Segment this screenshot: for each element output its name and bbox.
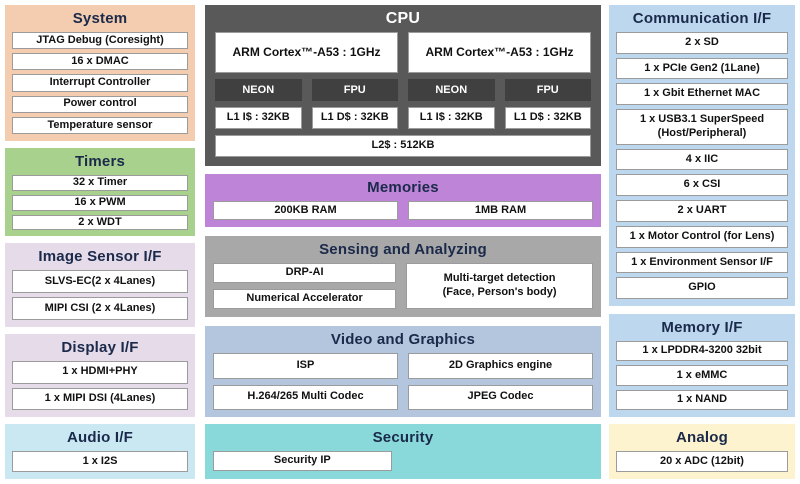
block-audio-items: 1 x I2S <box>5 451 195 479</box>
video-item-isp: ISP <box>213 353 398 379</box>
block-audio-title: Audio I/F <box>67 429 133 446</box>
cpu-unit-neon-1: NEON <box>215 79 302 102</box>
cpu-units-row: NEON FPU NEON FPU <box>215 79 591 102</box>
block-security-title: Security <box>372 429 434 446</box>
timers-item-wdt: 2 x WDT <box>12 214 188 231</box>
comm-item-usb31: 1 x USB3.1 SuperSpeed (Host/Peripheral) <box>616 109 788 145</box>
comm-item-environment-sensor: 1 x Environment Sensor I/F <box>616 251 788 274</box>
memory-if-items: 1 x LPDDR4-3200 32bit 1 x eMMC 1 x NAND <box>609 341 795 417</box>
sensing-right-items: Multi-target detection (Face, Person's b… <box>406 263 593 309</box>
comm-item-csi: 6 x CSI <box>616 174 788 197</box>
block-audio-if: Audio I/F 1 x I2S <box>5 424 195 479</box>
video-item-h264-codec: H.264/265 Multi Codec <box>213 384 398 410</box>
memories-item-200kb-ram: 200KB RAM <box>213 201 398 220</box>
block-display-if: Display I/F 1 x HDMI+PHY 1 x MIPI DSI (4… <box>5 334 195 417</box>
block-cpu: CPU ARM Cortex™-A53 : 1GHz ARM Cortex™-A… <box>205 5 601 166</box>
block-video-title: Video and Graphics <box>330 331 476 348</box>
memory-if-item-emmc: 1 x eMMC <box>616 365 788 386</box>
block-image-sensor-title: Image Sensor I/F <box>38 248 162 265</box>
block-display-title: Display I/F <box>61 339 139 356</box>
analog-items: 20 x ADC (12bit) <box>609 451 795 479</box>
system-item-dmac: 16 x DMAC <box>12 53 188 71</box>
image-sensor-item-mipi-csi: MIPI CSI (2 x 4Lanes) <box>12 297 188 320</box>
block-timers: Timers 32 x Timer 16 x PWM 2 x WDT <box>5 148 195 236</box>
sensing-left-items: DRP-AI Numerical Accelerator <box>213 263 397 309</box>
cpu-l1d-2: L1 D$ : 32KB <box>504 107 591 130</box>
security-item-security-ip: Security IP <box>213 451 392 471</box>
comm-item-gbit-ethernet: 1 x Gbit Ethernet MAC <box>616 83 788 106</box>
audio-item-i2s: 1 x I2S <box>12 451 188 472</box>
system-item-jtag: JTAG Debug (Coresight) <box>12 32 188 50</box>
block-system-title: System <box>72 10 128 27</box>
block-sensing-analyzing: Sensing and Analyzing DRP-AI Numerical A… <box>205 236 601 317</box>
display-item-mipi-dsi: 1 x MIPI DSI (4Lanes) <box>12 387 188 410</box>
video-item-jpeg-codec: JPEG Codec <box>408 384 593 410</box>
block-video-graphics: Video and Graphics ISP 2D Graphics engin… <box>205 326 601 417</box>
cpu-l1d-1: L1 D$ : 32KB <box>311 107 398 130</box>
memory-if-item-nand: 1 x NAND <box>616 389 788 410</box>
cpu-l2-row: L2$ : 512KB <box>215 135 591 158</box>
block-memories: Memories 200KB RAM 1MB RAM <box>205 174 601 227</box>
memories-item-1mb-ram: 1MB RAM <box>408 201 593 220</box>
comm-item-sd: 2 x SD <box>616 32 788 54</box>
memories-items: 200KB RAM 1MB RAM <box>205 201 601 227</box>
system-item-power: Power control <box>12 95 188 113</box>
block-timers-items: 32 x Timer 16 x PWM 2 x WDT <box>5 175 195 237</box>
block-analog: Analog 20 x ADC (12bit) <box>609 424 795 479</box>
cpu-core-2: ARM Cortex™-A53 : 1GHz <box>408 32 591 74</box>
system-item-temperature: Temperature sensor <box>12 116 188 135</box>
image-sensor-item-slvs: SLVS-EC(2 x 4Lanes) <box>12 270 188 293</box>
cpu-unit-fpu-2: FPU <box>504 79 591 102</box>
block-image-sensor-items: SLVS-EC(2 x 4Lanes) MIPI CSI (2 x 4Lanes… <box>5 270 195 327</box>
block-timers-title: Timers <box>74 153 126 170</box>
cpu-l1i-2: L1 I$ : 32KB <box>408 107 495 130</box>
cpu-l1i-1: L1 I$ : 32KB <box>215 107 302 130</box>
block-memories-title: Memories <box>367 179 439 196</box>
display-item-hdmi: 1 x HDMI+PHY <box>12 361 188 384</box>
block-analog-title: Analog <box>675 429 729 446</box>
block-sensing-title: Sensing and Analyzing <box>319 241 487 258</box>
block-system-items: JTAG Debug (Coresight) 16 x DMAC Interru… <box>5 32 195 141</box>
block-system: System JTAG Debug (Coresight) 16 x DMAC … <box>5 5 195 141</box>
block-security: Security Security IP <box>205 424 601 479</box>
cpu-caches-row: L1 I$ : 32KB L1 D$ : 32KB L1 I$ : 32KB L… <box>215 107 591 130</box>
comm-item-gpio: GPIO <box>616 277 788 299</box>
block-image-sensor-if: Image Sensor I/F SLVS-EC(2 x 4Lanes) MIP… <box>5 243 195 327</box>
comm-item-uart: 2 x UART <box>616 200 788 222</box>
block-communication-title: Communication I/F <box>632 10 772 27</box>
cpu-l2-cache: L2$ : 512KB <box>215 135 591 158</box>
comm-item-iic: 4 x IIC <box>616 148 788 171</box>
video-item-2d-graphics: 2D Graphics engine <box>408 353 593 379</box>
cpu-core-1: ARM Cortex™-A53 : 1GHz <box>215 32 398 74</box>
timers-item-timer: 32 x Timer <box>12 175 188 191</box>
sensing-item-drp-ai: DRP-AI <box>213 263 397 283</box>
sensing-item-multi-target-detection: Multi-target detection (Face, Person's b… <box>406 263 593 309</box>
memory-if-item-lpddr4: 1 x LPDDR4-3200 32bit <box>616 341 788 362</box>
block-communication-if: Communication I/F 2 x SD 1 x PCIe Gen2 (… <box>609 5 795 306</box>
block-memory-if: Memory I/F 1 x LPDDR4-3200 32bit 1 x eMM… <box>609 314 795 417</box>
comm-item-pcie: 1 x PCIe Gen2 (1Lane) <box>616 57 788 80</box>
block-memory-if-title: Memory I/F <box>661 319 743 336</box>
cpu-content: ARM Cortex™-A53 : 1GHz ARM Cortex™-A53 :… <box>205 32 601 166</box>
cpu-unit-fpu-1: FPU <box>311 79 398 102</box>
system-item-interrupt: Interrupt Controller <box>12 74 188 92</box>
cpu-unit-neon-2: NEON <box>408 79 495 102</box>
communication-items: 2 x SD 1 x PCIe Gen2 (1Lane) 1 x Gbit Et… <box>609 32 795 306</box>
comm-item-motor-control: 1 x Motor Control (for Lens) <box>616 225 788 248</box>
sensing-item-numerical-accelerator: Numerical Accelerator <box>213 289 397 309</box>
security-items: Security IP <box>205 451 601 479</box>
sensing-content: DRP-AI Numerical Accelerator Multi-targe… <box>205 263 601 317</box>
video-items: ISP 2D Graphics engine H.264/265 Multi C… <box>205 353 601 417</box>
timers-item-pwm: 16 x PWM <box>12 194 188 211</box>
block-display-items: 1 x HDMI+PHY 1 x MIPI DSI (4Lanes) <box>5 361 195 417</box>
cpu-cores-row: ARM Cortex™-A53 : 1GHz ARM Cortex™-A53 :… <box>215 32 591 74</box>
block-cpu-title: CPU <box>385 9 421 27</box>
analog-item-adc: 20 x ADC (12bit) <box>616 451 788 472</box>
